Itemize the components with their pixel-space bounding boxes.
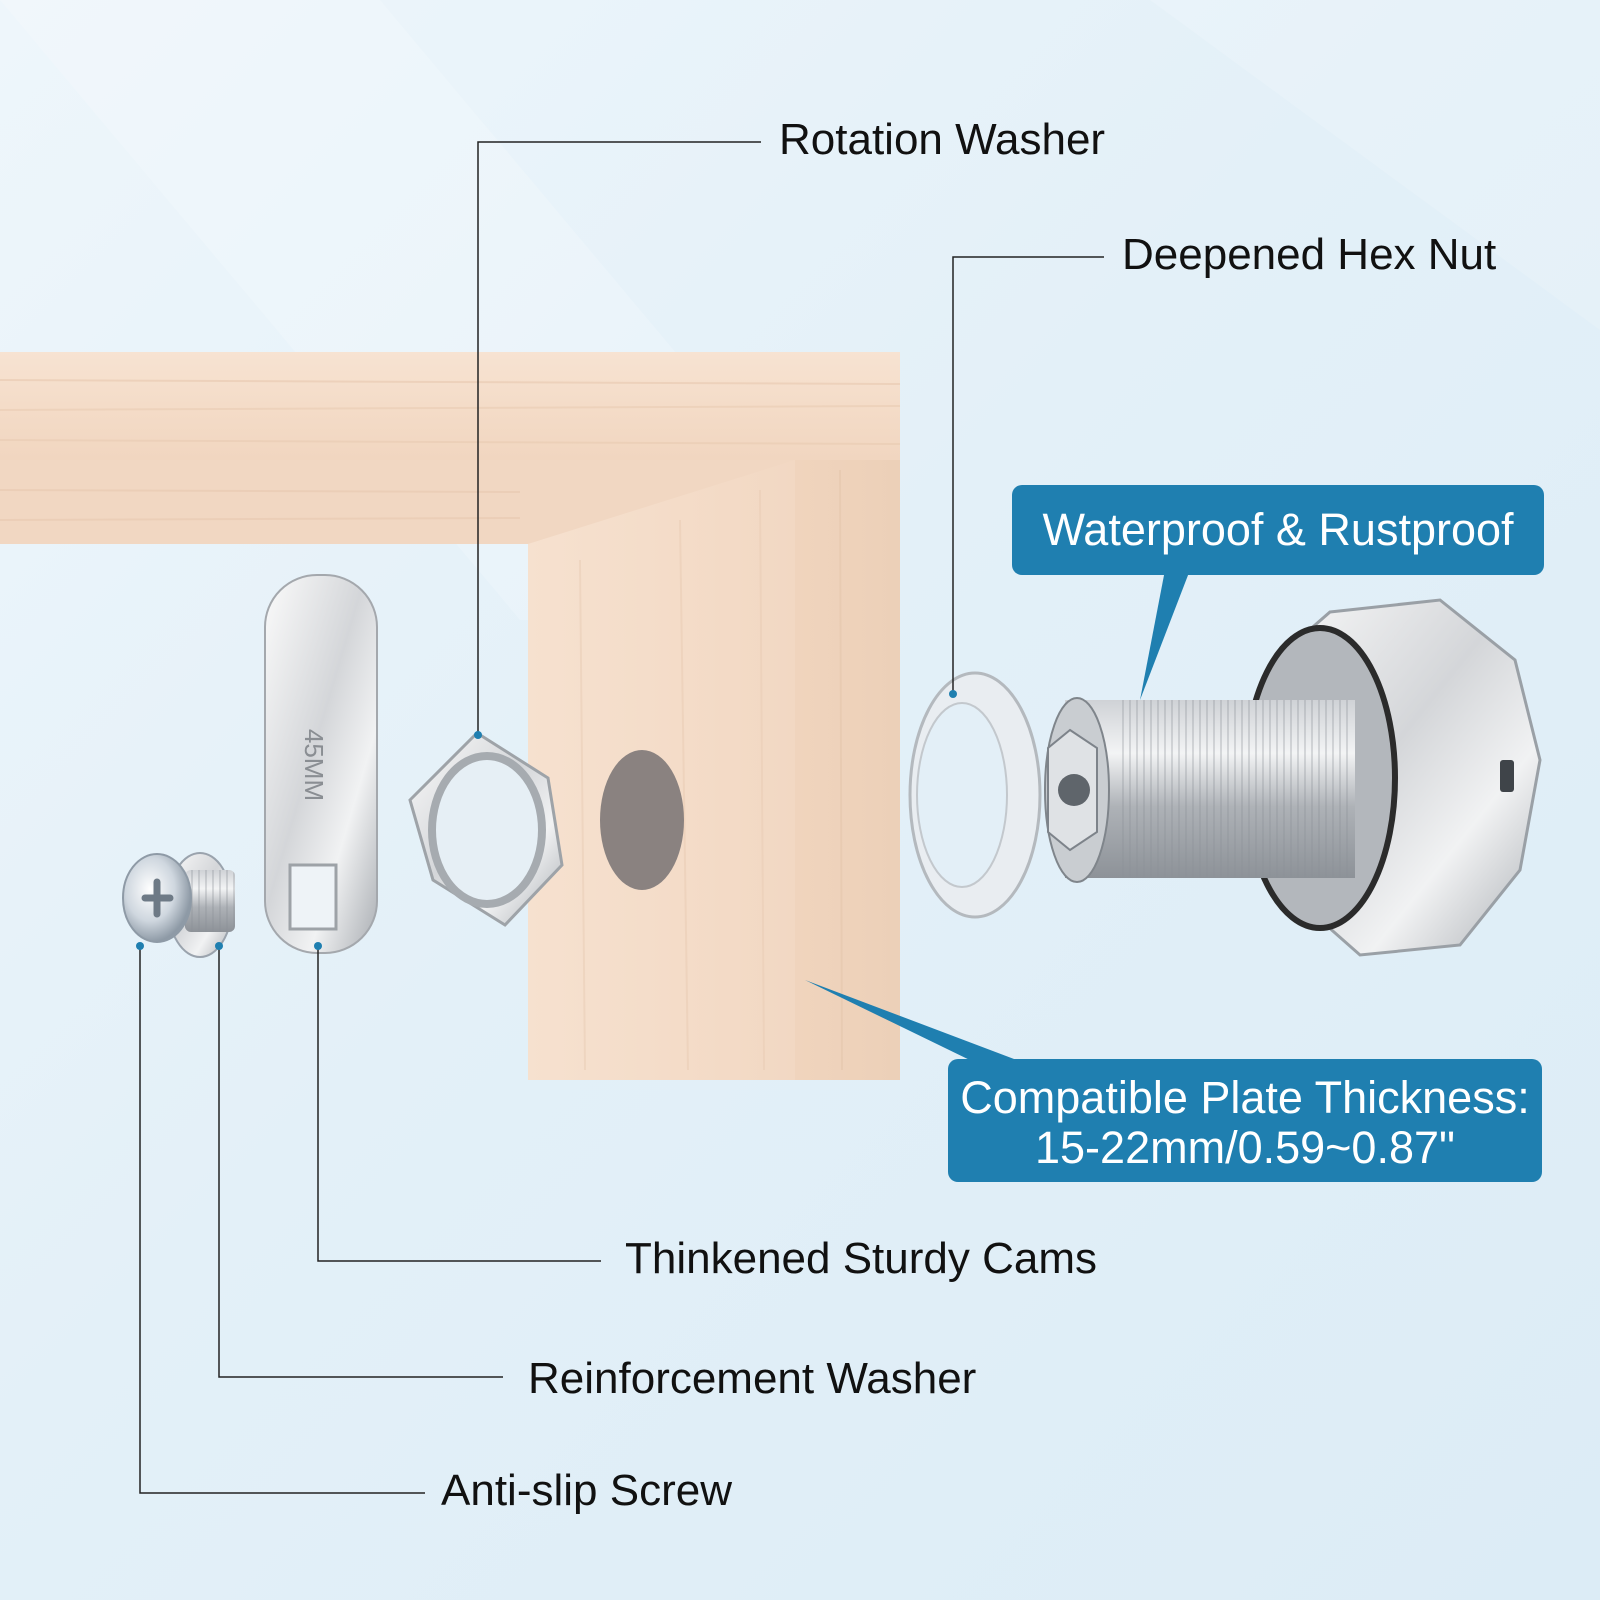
wood-grain (679, 519, 689, 1071)
phillips-cross-icon (141, 878, 174, 918)
dot-anti-slip-screw (136, 942, 144, 950)
dot-deepened-hex-nut (949, 690, 957, 698)
wood-panel-edge (795, 460, 900, 1080)
callout-plate-line2: 15-22mm/0.59~0.87" (1035, 1122, 1455, 1174)
screw-shank-threads (185, 870, 235, 932)
callout-pointer-waterproof (1140, 570, 1190, 700)
dot-thickened-cams (314, 942, 322, 950)
label-rotation-washer: Rotation Washer (779, 115, 1106, 164)
wood-grain (0, 379, 901, 385)
lock-end-bore (1058, 774, 1090, 806)
callout-waterproof-text: Waterproof & Rustproof (1042, 504, 1514, 555)
label-anti-slip-screw: Anti-slip Screw (441, 1466, 732, 1515)
wood-grain (0, 517, 521, 521)
wood-grain (0, 405, 901, 411)
wood-grain (579, 559, 586, 1071)
anti-slip-screw (122, 852, 235, 958)
leader-lines (139, 141, 1104, 1494)
hex-nut (408, 731, 564, 927)
leader-anti-slip-screw (139, 946, 425, 1494)
leader-reinforcement-washer (218, 946, 503, 1378)
wood-grain (0, 439, 901, 445)
rotation-washer (908, 671, 1042, 919)
cam-square-hole (288, 863, 338, 931)
wood-shelf (0, 352, 901, 544)
wood-grain (839, 469, 843, 1071)
cam-plate: 45MM (264, 574, 378, 954)
hex-nut-bore (428, 752, 546, 908)
label-reinforcement-washer: Reinforcement Washer (528, 1354, 977, 1403)
wood-grain (0, 489, 521, 493)
washer-bore (916, 702, 1008, 888)
mounting-hole (600, 750, 684, 890)
cam-marking-text: 45MM (299, 729, 329, 801)
lock-keyhole-slot (1500, 760, 1514, 792)
callout-waterproof: Waterproof & Rustproof (1012, 485, 1544, 575)
leader-deepened-hex-nut (952, 256, 1104, 693)
dot-rotation-washer (474, 731, 482, 739)
callout-plate-line1: Compatible Plate Thickness: (960, 1072, 1530, 1123)
wood-side-panel (528, 460, 900, 1080)
label-deepened-hex-nut: Deepened Hex Nut (1122, 230, 1497, 279)
leader-rotation-washer (477, 141, 761, 733)
callout-pointer-plate (805, 980, 1030, 1065)
leader-thickened-cams (317, 946, 601, 1262)
lock-cylinder (1044, 598, 1542, 957)
lock-thread-lines (1120, 700, 1350, 878)
label-thickened-cams: Thinkened Sturdy Cams (625, 1234, 1097, 1283)
leader-dots (136, 690, 957, 950)
wood-grain (759, 489, 765, 1071)
cam-body (264, 574, 378, 954)
background-light-band (1150, 0, 1600, 330)
callout-plate-thickness: Compatible Plate Thickness: 15-22mm/0.59… (948, 1059, 1542, 1182)
dot-reinforcement-washer (215, 942, 223, 950)
